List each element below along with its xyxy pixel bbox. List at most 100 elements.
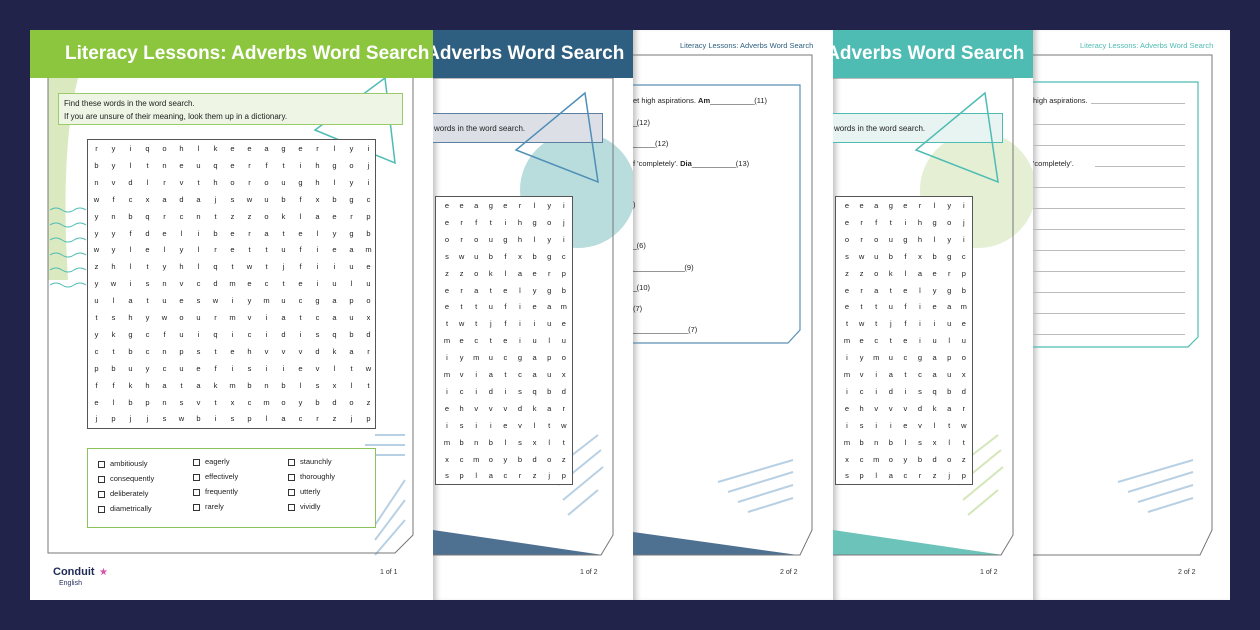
grid-letter: t (548, 420, 551, 430)
word-list-item: utterly (288, 487, 320, 496)
grid-letter: b (488, 251, 493, 261)
grid-letter: l (475, 471, 478, 481)
grid-letter: m (873, 454, 880, 464)
grid-letter: g (888, 201, 893, 210)
grid-letter: u (947, 370, 952, 379)
grid-letter: m (229, 380, 236, 390)
grid-letter: s (315, 380, 320, 390)
grid-letter: y (859, 353, 864, 363)
worksheet-page-teal-2[interactable]: Literacy Lessons: Adverbs Word Search hi… (1033, 30, 1230, 600)
grid-letter: k (532, 403, 537, 413)
grid-letter: p (947, 353, 952, 363)
grid-letter: s (230, 194, 235, 204)
grid-letter: v (315, 363, 320, 373)
grid-letter: d (488, 386, 493, 396)
grid-letter: a (547, 403, 552, 413)
answer-line (1033, 292, 1185, 293)
grid-letter: i (504, 217, 507, 227)
grid-letter: a (349, 245, 354, 255)
grid-letter: x (961, 370, 966, 379)
grid-letter: l (112, 397, 115, 407)
grid-letter: d (145, 228, 150, 238)
grid-letter: t (845, 319, 849, 329)
grid-letter: o (547, 454, 552, 464)
grid-letter: u (349, 313, 354, 322)
grid-letter: s (518, 437, 522, 447)
grid-letter: w (212, 296, 219, 306)
grid-letter: c (874, 336, 879, 346)
grid-letter: m (229, 313, 236, 322)
grid-letter: n (196, 211, 201, 221)
grid-letter: a (917, 268, 923, 278)
grid-letter: g (903, 234, 908, 244)
grid-letter: x (532, 437, 537, 447)
grid-letter: q (145, 211, 150, 221)
grid-letter: j (889, 319, 892, 329)
question-count: (12) (655, 139, 669, 148)
grid-letter: t (489, 285, 492, 295)
question-count: (12) (636, 118, 651, 127)
worksheet-page-blue-1[interactable]: Literacy Lessons: Adverbs Word Search wo… (433, 30, 633, 600)
grid-letter: y (349, 177, 354, 187)
grid-letter: r (248, 177, 251, 187)
grid-letter: a (128, 296, 133, 306)
grid-letter: y (903, 454, 908, 464)
question-count: (10) (636, 283, 651, 292)
grid-letter: c (366, 194, 371, 204)
grid-letter: t (282, 160, 285, 170)
grid-letter: u (961, 336, 966, 346)
grid-letter: u (488, 302, 493, 312)
grid-letter: r (460, 234, 463, 244)
grid-letter: t (948, 420, 951, 430)
grid-letter: g (547, 285, 552, 295)
grid-letter: x (561, 370, 566, 379)
grid-letter: c (145, 346, 150, 356)
grid-letter: v (918, 420, 922, 430)
grid-letter: f (112, 380, 115, 390)
word-list-item: frequently (193, 487, 238, 496)
grid-letter: i (475, 386, 478, 396)
grid-letter: u (366, 279, 371, 289)
grid-letter: c (503, 471, 508, 481)
header-banner: Literacy Lessons: Adverbs Word Search (833, 30, 1033, 78)
grid-letter: e (332, 211, 337, 221)
grid-letter: t (265, 262, 268, 272)
grid-letter: y (547, 201, 552, 210)
grid-letter: t (214, 211, 217, 221)
grid-letter: z (366, 397, 371, 407)
grid-letter: l (948, 437, 951, 447)
grid-letter: e (94, 397, 99, 407)
grid-letter: j (282, 262, 285, 272)
grid-letter: c (459, 454, 464, 464)
grid-letter: y (94, 228, 99, 238)
grid-letter: s (459, 420, 464, 430)
worksheet-page-blue-2[interactable]: Literacy Lessons: Adverbs Word Search et… (633, 30, 833, 600)
grid-letter: s (230, 414, 235, 424)
grid-letter: d (128, 177, 133, 187)
grid-letter: r (214, 245, 217, 255)
grid-letter: i (367, 177, 370, 187)
grid-letter: b (281, 380, 286, 390)
worksheet-page-teal-1[interactable]: Literacy Lessons: Adverbs Word Search wo… (833, 30, 1033, 600)
answer-line (1033, 145, 1185, 146)
grid-letter: v (459, 370, 464, 379)
grid-letter: r (460, 217, 463, 227)
grid-letter: m (473, 454, 480, 464)
grid-letter: b (859, 437, 864, 447)
question-item: ) (633, 200, 636, 209)
grid-letter: e (844, 302, 850, 312)
grid-letter: n (874, 437, 879, 447)
grid-letter: c (264, 279, 269, 289)
grid-letter: g (281, 144, 286, 153)
grid-letter: c (196, 279, 201, 289)
grid-letter: i (197, 329, 200, 339)
grid-letter: u (561, 336, 566, 346)
grid-letter: y (111, 228, 116, 238)
grid-letter: h (315, 160, 320, 170)
grid-letter: i (962, 234, 965, 244)
grid-letter: i (367, 144, 370, 153)
worksheet-page-green-1[interactable]: Literacy Lessons: Adverbs Word Search Fi… (30, 30, 433, 600)
grid-letter: h (247, 346, 252, 356)
grid-letter: k (128, 380, 133, 390)
grid-letter: u (94, 296, 99, 306)
